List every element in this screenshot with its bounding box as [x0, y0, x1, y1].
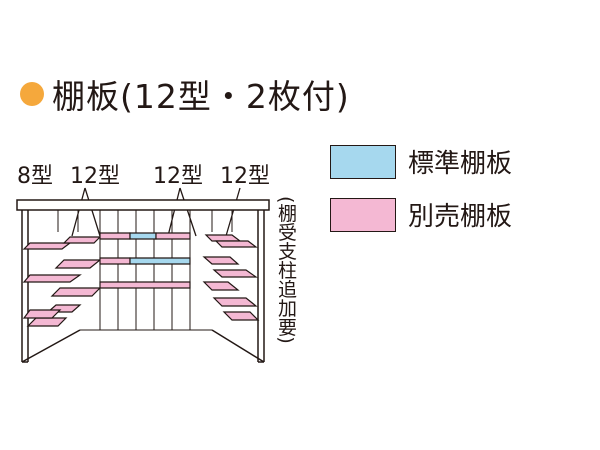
leader-line	[84, 187, 101, 237]
title-text: 棚板(12型・2枚付)	[52, 77, 350, 116]
optional-shelf	[22, 274, 82, 283]
legend-label-optional: 別売棚板	[408, 202, 513, 232]
optional-shelf	[214, 240, 258, 248]
optional-shelf	[54, 259, 102, 269]
legend-swatch-optional	[330, 197, 396, 232]
legend-optional: 別売棚板	[330, 196, 512, 233]
optional-shelf	[99, 257, 131, 265]
type-label-12-c: 12型	[220, 164, 270, 189]
legend-label-standard: 標準棚板	[408, 149, 513, 179]
vertical-note: (棚受支柱追加要)	[275, 196, 297, 344]
optional-shelf	[202, 256, 240, 265]
type-label-12-b: 12型	[153, 164, 203, 189]
optional-shelf	[62, 236, 102, 244]
optional-shelf	[155, 232, 191, 240]
standard-shelf	[129, 257, 191, 265]
optional-shelf	[22, 309, 62, 319]
optional-shelf	[222, 311, 260, 321]
leader-line	[225, 187, 241, 237]
optional-shelf	[204, 234, 242, 242]
optional-shelf	[99, 232, 131, 240]
shed-roof	[16, 199, 270, 211]
legend-standard: 標準棚板	[330, 143, 512, 180]
optional-shelf	[212, 269, 258, 278]
standard-shelf	[129, 232, 157, 240]
leader-line	[179, 187, 197, 237]
optional-shelf	[22, 242, 72, 250]
legend-swatch-standard	[330, 144, 396, 179]
orange-dot-icon	[20, 82, 44, 106]
optional-shelf	[99, 281, 191, 289]
optional-shelf	[212, 297, 258, 307]
optional-shelf	[26, 317, 68, 327]
type-label-12-a: 12型	[70, 164, 120, 189]
type-label-8: 8型	[17, 164, 53, 189]
leader-line	[167, 187, 181, 237]
optional-shelf	[202, 281, 240, 291]
page-title: 棚板(12型・2枚付)	[20, 70, 350, 118]
optional-shelf	[50, 287, 102, 297]
